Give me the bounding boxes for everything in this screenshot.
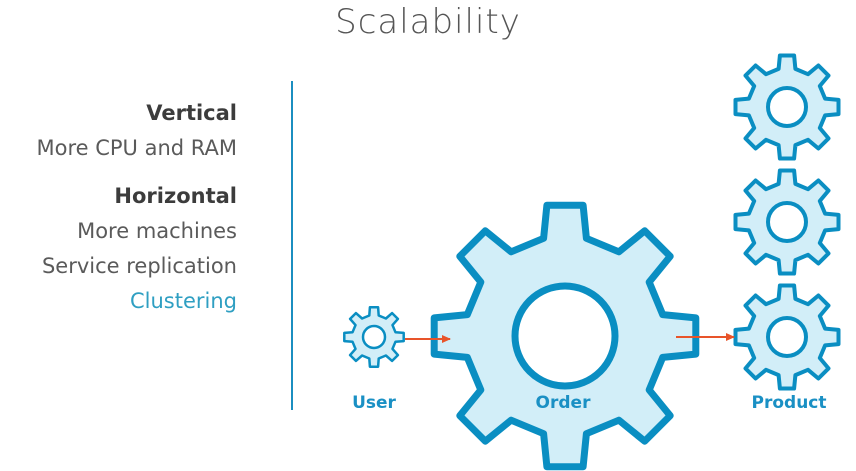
clustering-highlight: Clustering xyxy=(129,289,237,313)
vertical-item: More CPU and RAM xyxy=(36,136,237,160)
product-gear-icon-top xyxy=(733,53,841,161)
scaling-text-column: Vertical More CPU and RAM Horizontal Mor… xyxy=(36,96,237,319)
user-label: User xyxy=(352,393,396,413)
user-gear-icon xyxy=(343,306,405,368)
product-gear-icon-middle xyxy=(733,168,841,276)
product-gear-icon-bottom xyxy=(733,283,841,391)
order-label: Order xyxy=(536,393,592,413)
order-gear-icon xyxy=(430,201,700,471)
vertical-heading: Vertical xyxy=(146,101,237,125)
page-title: Scalability xyxy=(335,2,521,42)
product-label: Product xyxy=(752,393,827,413)
horizontal-heading: Horizontal xyxy=(114,184,237,208)
horizontal-item-machines: More machines xyxy=(77,219,237,243)
horizontal-item-replication: Service replication xyxy=(41,254,237,278)
vertical-divider xyxy=(291,81,293,410)
